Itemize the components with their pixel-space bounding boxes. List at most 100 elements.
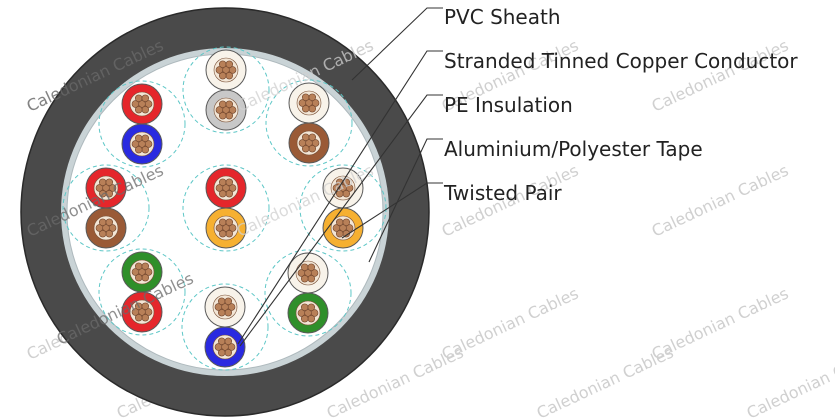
copper-strand — [225, 100, 234, 108]
copper-strand — [311, 139, 320, 147]
copper-strand — [215, 184, 224, 192]
copper-strand — [131, 140, 140, 148]
leader-insulation — [239, 94, 443, 347]
copper-strand — [141, 274, 150, 282]
copper-strand — [342, 218, 350, 226]
copper-strand — [302, 133, 310, 141]
copper-strand — [218, 309, 226, 317]
copper-strand — [135, 134, 143, 142]
pair-boundary — [98, 248, 186, 336]
copper-strand — [311, 99, 320, 107]
copper-strand — [297, 269, 306, 277]
copper-strand — [219, 112, 227, 120]
copper-strand — [141, 314, 150, 322]
copper-strand — [227, 303, 236, 311]
copper-strand — [144, 140, 153, 148]
leader-tape — [368, 138, 443, 263]
copper-strand — [302, 93, 310, 101]
watermark-text: Caledonian Cables — [649, 161, 792, 241]
copper-strand — [336, 218, 344, 226]
copper-strand — [141, 146, 150, 154]
copper-strand — [225, 112, 234, 120]
insulated-core — [121, 251, 163, 293]
twisted-pair — [98, 248, 186, 336]
twisted-pair — [62, 164, 150, 252]
copper-strand — [214, 343, 223, 351]
copper-strand — [144, 308, 153, 316]
copper-strand — [224, 337, 233, 345]
twisted-pair — [265, 79, 353, 167]
copper-strand — [215, 66, 224, 74]
copper-strand — [302, 105, 310, 113]
copper-strand — [135, 94, 143, 102]
pair-boundary — [265, 79, 353, 167]
copper-strand — [98, 230, 107, 238]
copper-strand — [144, 100, 153, 108]
copper-strand — [219, 218, 227, 226]
copper-strand — [301, 263, 309, 271]
leader-sheath — [351, 7, 443, 81]
pair-boundary — [182, 46, 270, 134]
copper-strand — [301, 315, 309, 323]
copper-strand — [307, 263, 315, 271]
copper-strand — [308, 145, 316, 153]
watermark-text: Caledonian Cables — [649, 36, 792, 116]
insulated-core — [205, 89, 247, 131]
copper-strand — [227, 343, 236, 351]
copper-strand — [105, 218, 114, 226]
copper-strand — [301, 303, 309, 311]
insulated-core — [85, 167, 127, 209]
copper-strand — [131, 100, 140, 108]
copper-strand — [225, 230, 234, 238]
copper-strand — [144, 268, 153, 276]
pair-boundary — [264, 249, 352, 337]
copper-strand — [307, 275, 315, 283]
copper-strand — [297, 309, 306, 317]
copper-strand — [302, 145, 310, 153]
copper-strand — [225, 190, 234, 198]
insulated-core — [322, 167, 364, 209]
copper-strand — [224, 349, 233, 357]
copper-strand — [105, 178, 114, 186]
copper-strand — [95, 184, 104, 192]
twisted-pairs — [62, 46, 387, 371]
copper-strand — [219, 100, 227, 108]
copper-strand — [141, 94, 150, 102]
copper-strand — [308, 93, 316, 101]
copper-strand — [131, 268, 140, 276]
label-twisted-pair: Twisted Pair — [443, 181, 562, 205]
watermark-text: Caledonian Cables — [744, 343, 835, 419]
copper-strand — [135, 274, 143, 282]
twisted-pair — [182, 164, 270, 252]
copper-strand — [219, 72, 227, 80]
copper-strand — [219, 190, 227, 198]
pair-boundary — [299, 164, 387, 252]
copper-strand — [301, 275, 309, 283]
copper-strand — [219, 60, 227, 68]
label-pe-insulation: PE Insulation — [444, 93, 573, 117]
label-tape: Aluminium/Polyester Tape — [444, 137, 703, 161]
copper-strand — [225, 72, 234, 80]
copper-strand — [345, 184, 354, 192]
copper-strand — [298, 139, 307, 147]
copper-strand — [228, 66, 237, 74]
insulated-core — [121, 291, 163, 333]
label-pvc-sheath: PVC Sheath — [444, 5, 561, 29]
insulated-core — [121, 83, 163, 125]
pair-boundary — [181, 283, 269, 371]
insulated-core — [205, 49, 247, 91]
copper-strand — [225, 218, 234, 226]
leader-twisted-pair — [341, 182, 443, 239]
watermark-text: Caledonian Cables — [534, 343, 677, 419]
copper-strand — [95, 224, 104, 232]
copper-strand — [219, 178, 227, 186]
copper-strand — [141, 106, 150, 114]
copper-strand — [224, 297, 233, 305]
pair-boundary — [62, 164, 150, 252]
copper-strand — [108, 184, 117, 192]
copper-strand — [108, 224, 117, 232]
leader-lines — [237, 7, 443, 347]
insulated-core — [288, 82, 330, 124]
insulated-core — [288, 122, 330, 164]
